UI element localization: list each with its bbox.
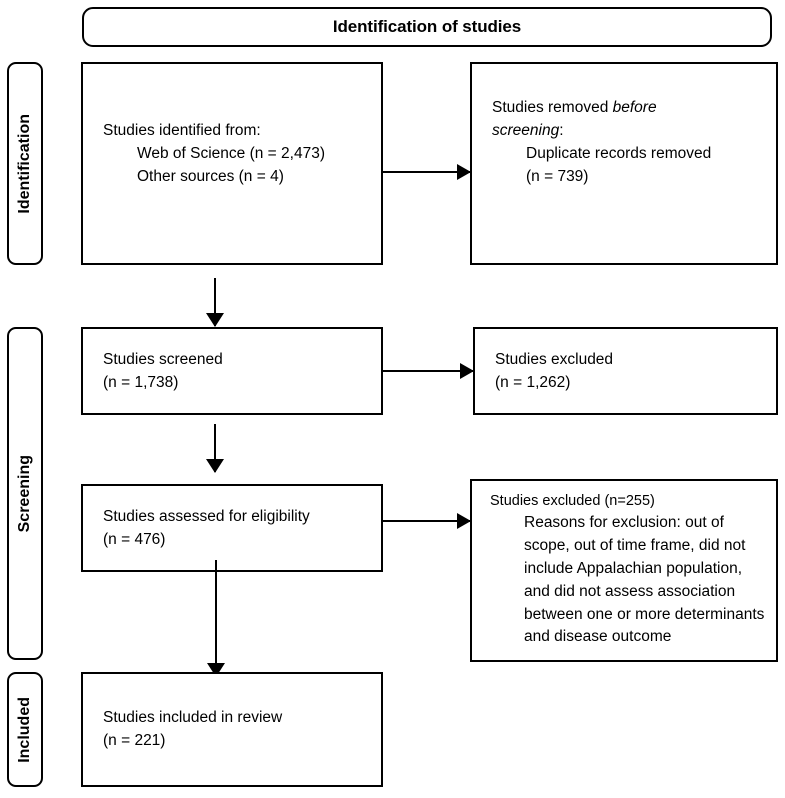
header-title: Identification of studies [332, 17, 522, 36]
box-studies-excluded-eligibility: Studies excluded (n=255) Reasons for exc… [470, 479, 778, 662]
arrow-eligibility-to-excluded [383, 513, 471, 529]
box-studies-included: Studies included in review (n = 221) [81, 672, 383, 787]
studies-identified-line-2: Web of Science (n = 2,473) [137, 144, 325, 162]
stage-label-identification-text: Identification [16, 113, 33, 214]
arrow-identified-to-screened [206, 278, 224, 327]
studies-removed-colon: : [559, 121, 564, 139]
stage-label-included-text: Included [16, 696, 33, 763]
studies-removed-emphasis-1: before [612, 99, 657, 116]
studies-excluded-screening-line-1: Studies excluded [495, 351, 614, 368]
studies-excluded-eligibility-line-1: Studies excluded (n=255) [490, 493, 655, 509]
studies-included-line-2: (n = 221) [103, 731, 166, 749]
header-bar: Identification of studies [82, 7, 772, 47]
studies-eligibility-line-2: (n = 476) [103, 530, 166, 548]
studies-eligibility-line-1: Studies assessed for eligibility [103, 508, 310, 525]
studies-identified-line-3: Other sources (n = 4) [137, 167, 284, 185]
box-studies-excluded-screening: Studies excluded (n = 1,262) [473, 327, 778, 415]
box-studies-removed: Studies removed before screening: Duplic… [470, 62, 778, 265]
arrow-identified-to-removed [383, 164, 471, 180]
studies-removed-lead-2: screening: [492, 120, 768, 143]
stage-label-included: Included [7, 672, 43, 787]
stage-label-identification: Identification [7, 62, 43, 265]
arrow-screened-to-excluded [383, 363, 474, 379]
stage-label-screening-text: Screening [16, 454, 33, 533]
studies-removed-lead: Studies removed before [492, 97, 768, 120]
studies-removed-lead-text: Studies removed [492, 99, 613, 116]
studies-included-line-1: Studies included in review [103, 709, 283, 726]
studies-excluded-eligibility-reasons: Reasons for exclusion: out of scope, out… [524, 514, 765, 646]
arrow-eligibility-to-included [207, 560, 225, 677]
studies-removed-line-3: Duplicate records removed [526, 144, 712, 162]
box-studies-identified: Studies identified from: Web of Science … [81, 62, 383, 265]
box-studies-eligibility: Studies assessed for eligibility (n = 47… [81, 484, 383, 572]
box-studies-screened: Studies screened (n = 1,738) [81, 327, 383, 415]
studies-screened-line-2: (n = 1,738) [103, 373, 179, 391]
studies-screened-line-1: Studies screened [103, 351, 223, 368]
studies-identified-line-1: Studies identified from: [103, 122, 261, 139]
studies-removed-line-4: (n = 739) [526, 167, 589, 185]
studies-excluded-screening-line-2: (n = 1,262) [495, 373, 571, 391]
stage-label-screening: Screening [7, 327, 43, 660]
arrow-screened-to-eligibility [206, 424, 224, 473]
studies-removed-emphasis-2: screening [492, 121, 560, 139]
